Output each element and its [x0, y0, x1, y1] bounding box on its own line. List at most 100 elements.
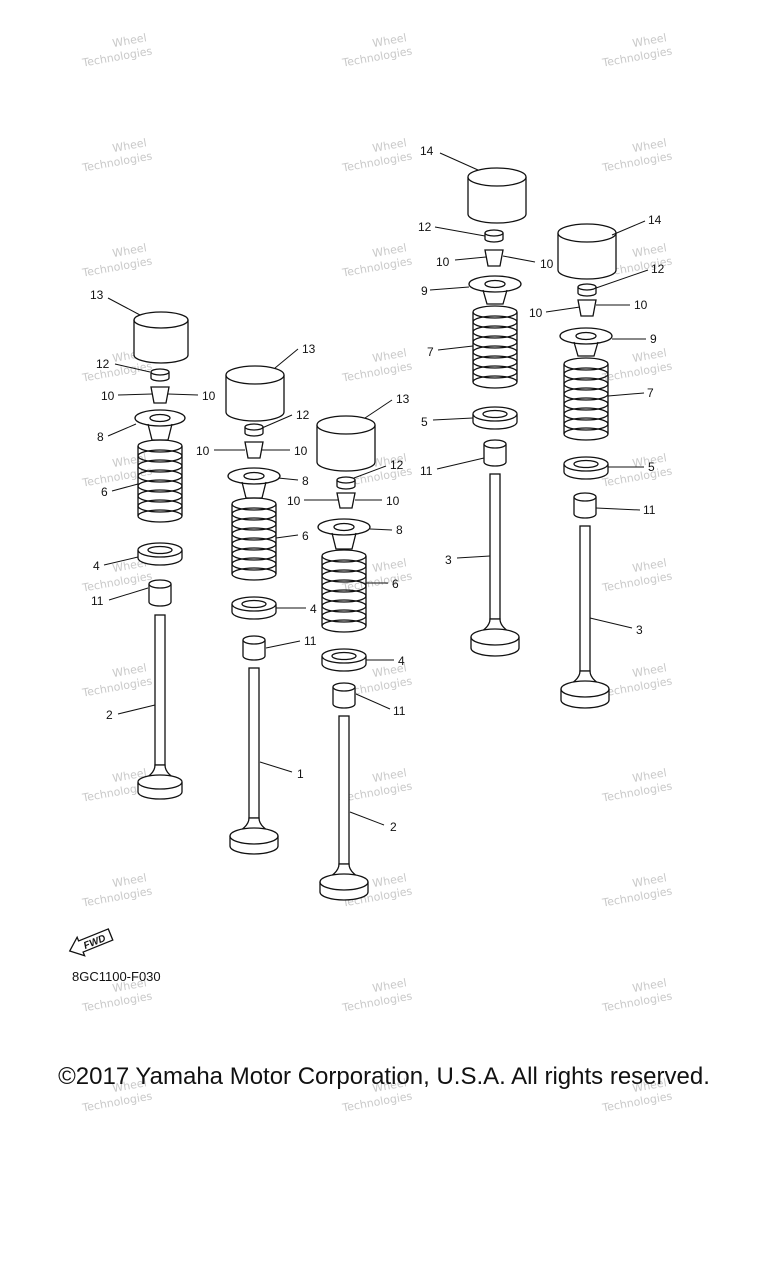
callout-12: 12 — [390, 458, 404, 472]
svg-text:Wheel: Wheel — [631, 976, 667, 995]
shim-12-e — [577, 283, 597, 297]
callout-10: 10 — [386, 494, 400, 508]
svg-text:Wheel: Wheel — [371, 556, 407, 575]
callout-2: 2 — [106, 708, 113, 722]
svg-text:Wheel: Wheel — [111, 661, 147, 680]
svg-text:Wheel: Wheel — [631, 451, 667, 470]
spring-seat-4-b — [231, 596, 277, 620]
valve-3-d — [470, 473, 520, 657]
callout-6: 6 — [392, 577, 399, 591]
svg-text:Wheel: Wheel — [371, 976, 407, 995]
stem-seal-11-d — [483, 439, 507, 467]
svg-text:Wheel: Wheel — [111, 241, 147, 260]
spring-7-e — [563, 357, 609, 441]
spring-seat-4-c — [321, 648, 367, 672]
tappet-13-b — [225, 365, 285, 422]
fwd-label: FWD — [82, 933, 107, 952]
callout-14: 14 — [420, 144, 434, 158]
callout-11: 11 — [420, 464, 433, 478]
valve-2-a — [137, 614, 183, 800]
svg-text:Wheel: Wheel — [371, 661, 407, 680]
callout-10: 10 — [529, 306, 543, 320]
svg-text:Wheel: Wheel — [631, 136, 667, 155]
part-diagram-code: 8GC1100-F030 — [72, 969, 161, 984]
retainer-8-c — [317, 518, 371, 550]
svg-text:Wheel: Wheel — [371, 136, 407, 155]
callout-3: 3 — [636, 623, 643, 637]
shim-12-b — [244, 423, 264, 437]
callout-5: 5 — [421, 415, 428, 429]
callout-9: 9 — [650, 332, 657, 346]
keeper-10-c — [336, 492, 356, 509]
callout-12: 12 — [651, 262, 665, 276]
callout-8: 8 — [302, 474, 309, 488]
svg-text:Wheel: Wheel — [631, 1076, 667, 1095]
spring-6-b — [231, 497, 277, 581]
tappet-14-e — [557, 223, 617, 280]
svg-text:Wheel: Wheel — [631, 346, 667, 365]
valve-assembly-d — [467, 167, 527, 657]
callout-10: 10 — [294, 444, 308, 458]
callout-10: 10 — [540, 257, 554, 271]
retainer-9-e — [559, 327, 613, 357]
svg-text:Wheel: Wheel — [111, 136, 147, 155]
callout-11: 11 — [304, 634, 317, 648]
callout-labels: 13 12 10 10 8 6 4 11 2 13 12 10 10 8 6 4… — [90, 144, 665, 834]
tappet-13-a — [133, 311, 189, 364]
copyright-notice: ©2017 Yamaha Motor Corporation, U.S.A. A… — [58, 1063, 710, 1090]
shim-12-a — [150, 368, 170, 382]
valve-assembly-a — [133, 311, 189, 800]
svg-text:Wheel: Wheel — [631, 766, 667, 785]
callout-10: 10 — [287, 494, 301, 508]
svg-text:Wheel: Wheel — [111, 871, 147, 890]
keeper-10-e — [577, 299, 597, 317]
leader-lines — [103, 152, 649, 826]
callout-1: 1 — [297, 767, 304, 781]
spring-seat-5-d — [472, 406, 518, 430]
svg-text:Wheel: Wheel — [371, 871, 407, 890]
callout-11: 11 — [91, 594, 104, 608]
callout-4: 4 — [398, 654, 405, 668]
svg-text:Wheel: Wheel — [371, 346, 407, 365]
svg-text:Wheel: Wheel — [371, 766, 407, 785]
callout-10: 10 — [202, 389, 216, 403]
callout-6: 6 — [101, 485, 108, 499]
retainer-8-b — [227, 467, 281, 499]
callout-13: 13 — [90, 288, 104, 302]
callout-7: 7 — [647, 386, 654, 400]
shim-12-d — [484, 229, 504, 243]
callout-2: 2 — [390, 820, 397, 834]
svg-text:Wheel: Wheel — [631, 556, 667, 575]
stem-seal-11-e — [573, 492, 597, 519]
keeper-10-d — [484, 249, 504, 267]
callout-12: 12 — [296, 408, 310, 422]
svg-text:Wheel: Wheel — [371, 451, 407, 470]
callout-4: 4 — [310, 602, 317, 616]
svg-text:Wheel: Wheel — [631, 661, 667, 680]
retainer-8-a — [134, 409, 186, 441]
keeper-10-b — [244, 441, 264, 459]
callout-10: 10 — [196, 444, 210, 458]
svg-text:Wheel: Wheel — [371, 241, 407, 260]
svg-text:Wheel: Wheel — [111, 976, 147, 995]
valve-3-e — [560, 525, 610, 709]
callout-10: 10 — [436, 255, 450, 269]
stem-seal-11-c — [332, 682, 356, 709]
tappet-13-c — [316, 415, 376, 472]
tappet-14-d — [467, 167, 527, 224]
stem-seal-11-b — [242, 635, 266, 661]
callout-14: 14 — [648, 213, 662, 227]
valve-assembly-e — [557, 223, 617, 709]
svg-text:Wheel: Wheel — [371, 31, 407, 50]
svg-text:Wheel: Wheel — [631, 241, 667, 260]
svg-text:Wheel: Wheel — [631, 871, 667, 890]
callout-12: 12 — [418, 220, 432, 234]
svg-text:Wheel: Wheel — [111, 31, 147, 50]
valve-2-c — [319, 715, 369, 901]
keeper-10-a — [150, 386, 170, 404]
valve-assembly-b — [225, 365, 285, 855]
spring-7-d — [472, 305, 518, 389]
callout-3: 3 — [445, 553, 452, 567]
callout-8: 8 — [396, 523, 403, 537]
